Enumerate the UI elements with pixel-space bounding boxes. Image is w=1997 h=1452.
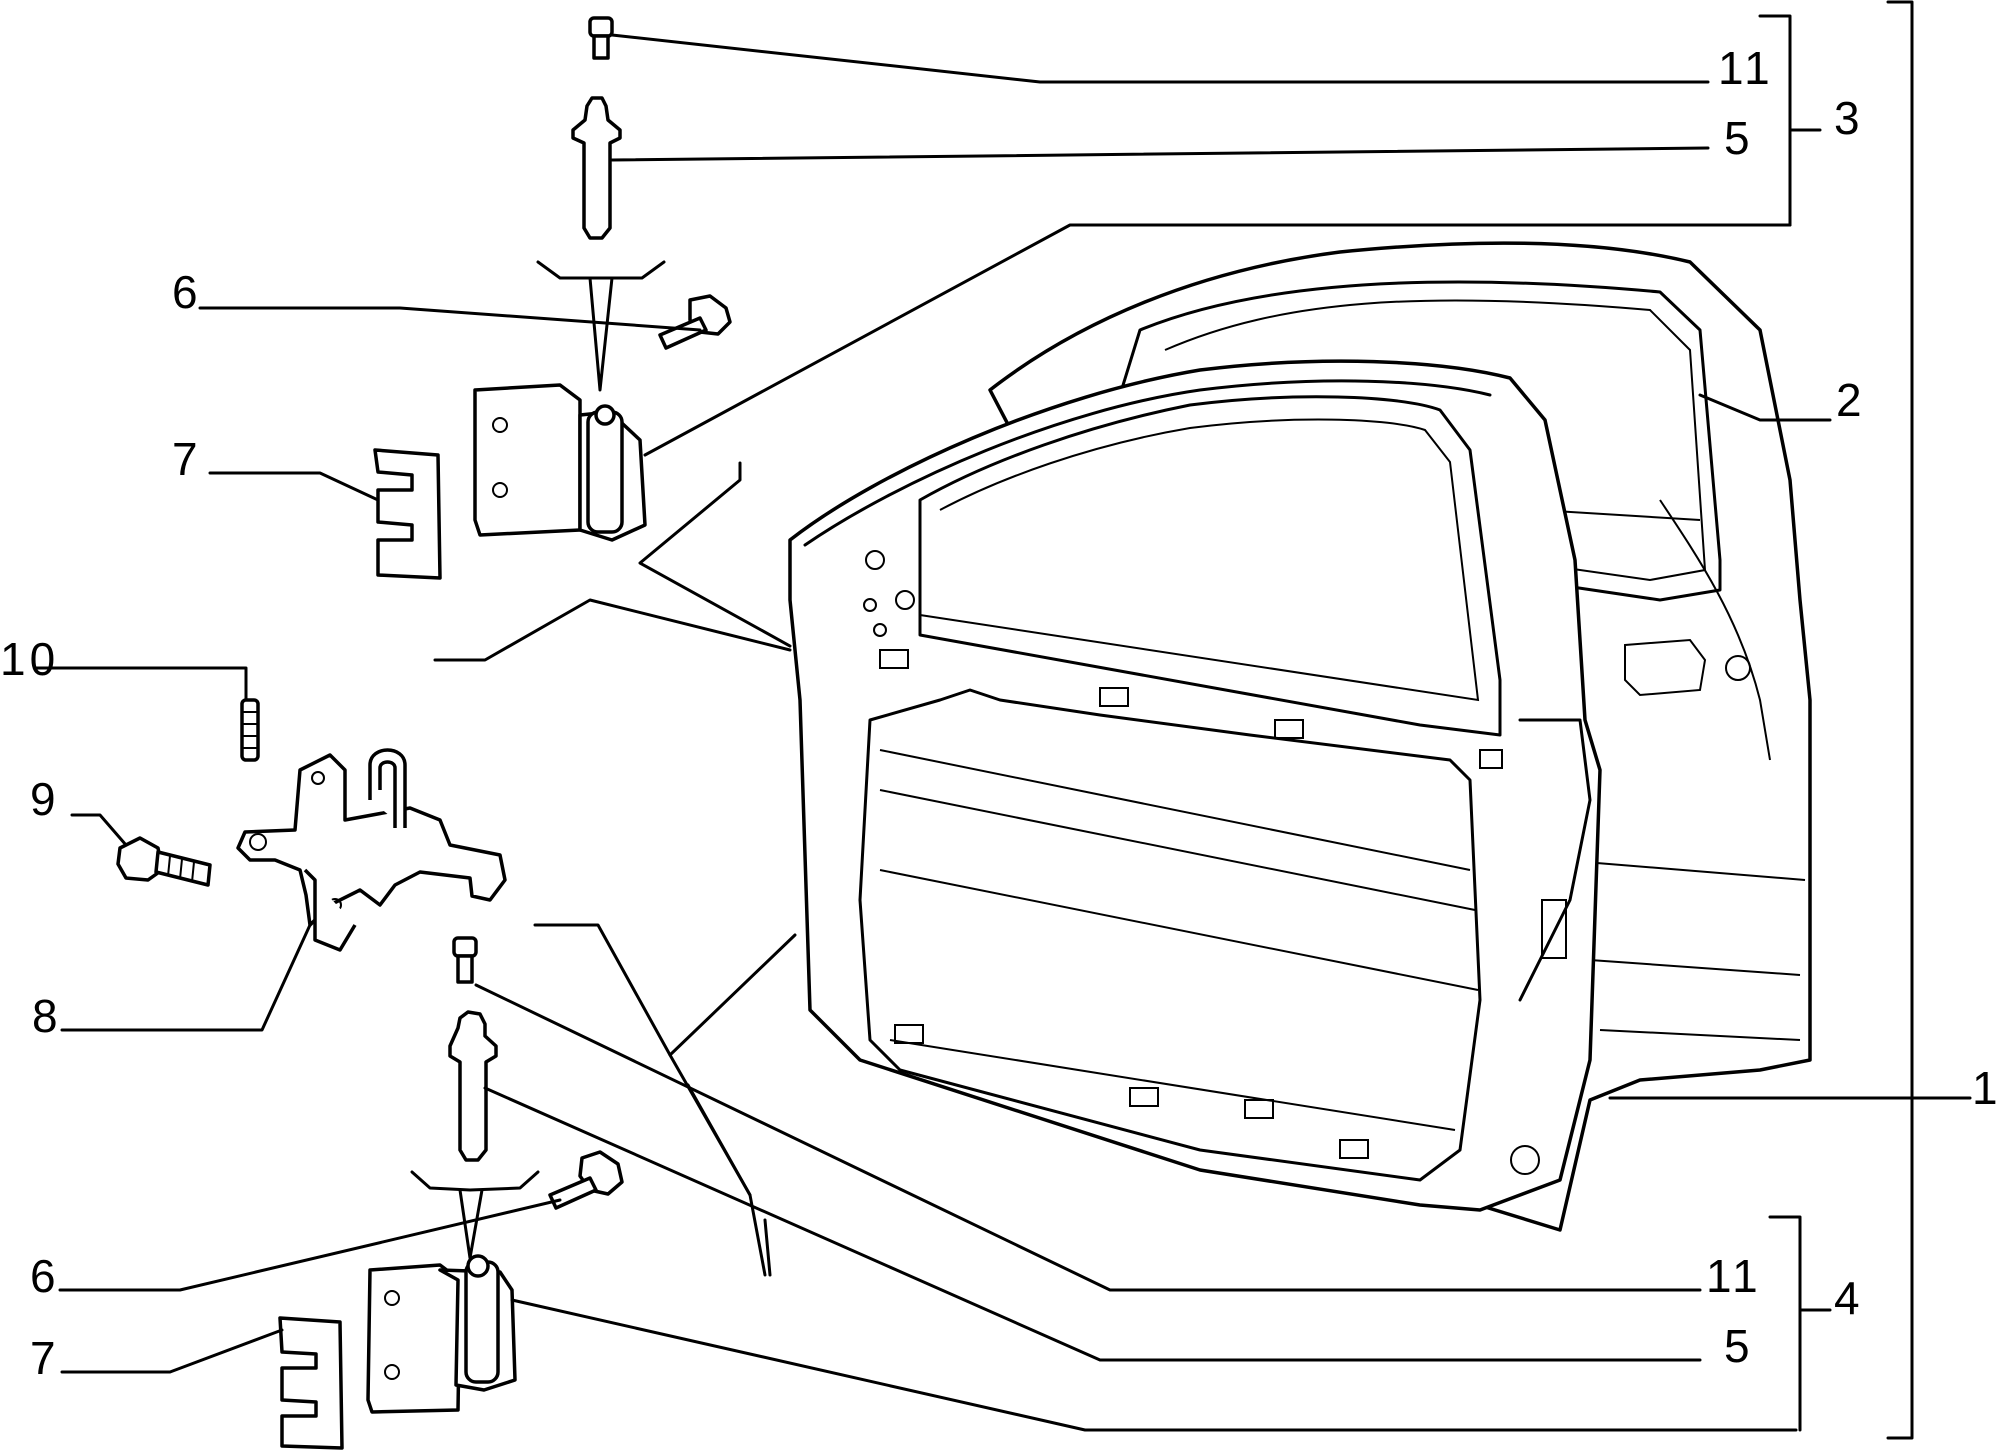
check-strap-8 — [236, 748, 507, 952]
callout-2: 2 — [1836, 374, 1866, 426]
bracket-bottom-arrow — [458, 1188, 484, 1260]
callout-5-top: 5 — [1724, 112, 1754, 164]
callout-9: 9 — [30, 773, 60, 825]
screw-bottom-6 — [548, 1150, 624, 1210]
callout-8: 8 — [32, 990, 62, 1042]
hinge-bottom-body — [366, 1254, 517, 1414]
callout-7-top: 7 — [172, 433, 202, 485]
bolt-bottom-11 — [452, 936, 478, 984]
callout-6-top: 6 — [172, 266, 202, 318]
callout-10: 10 — [0, 633, 59, 685]
screw-top-6 — [658, 294, 732, 350]
callout-11-bottom: 11 — [1706, 1250, 1762, 1302]
bolt-top-11 — [588, 16, 614, 60]
pin-10 — [240, 698, 260, 762]
shim-plate-top-7 — [373, 448, 442, 580]
callout-4: 4 — [1834, 1272, 1864, 1324]
group-braces — [1758, 0, 1914, 1440]
door-inner-panel — [788, 359, 1751, 1212]
bolt-9 — [116, 836, 212, 887]
callout-6-bottom: 6 — [30, 1250, 60, 1302]
callout-11-top: 11 — [1718, 42, 1774, 94]
assembly-guide-lines — [433, 461, 797, 1277]
hinge-pin-bottom — [448, 1010, 498, 1162]
shim-plate-bottom-7 — [278, 1316, 344, 1450]
bracket-bottom — [410, 1170, 540, 1192]
callout-1: 1 — [1972, 1062, 1997, 1114]
callout-7-bottom: 7 — [30, 1332, 60, 1384]
bracket-top — [536, 260, 666, 280]
leader-lines — [34, 33, 1972, 1432]
bracket-top-arrow — [588, 276, 614, 392]
callout-5-bottom: 5 — [1724, 1320, 1754, 1372]
door-window-frame — [1098, 280, 1722, 602]
callout-3: 3 — [1834, 92, 1864, 144]
hinge-pin-top — [571, 96, 622, 240]
hinge-top-body — [473, 383, 647, 542]
